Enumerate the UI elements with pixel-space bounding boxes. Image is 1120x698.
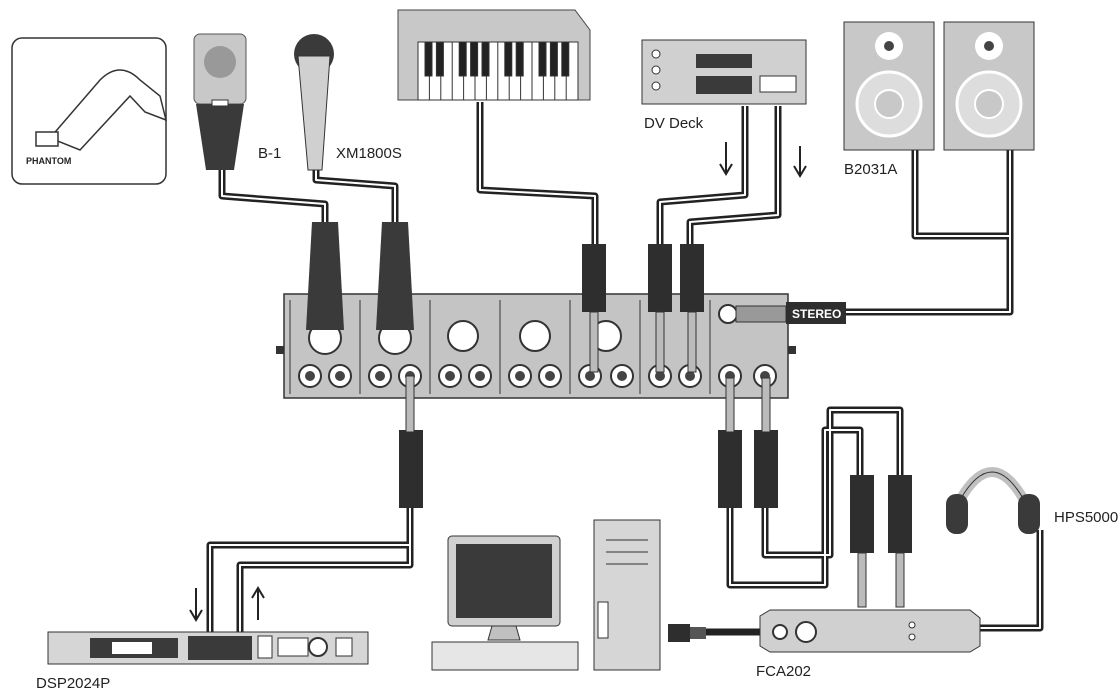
jack-hole	[617, 371, 627, 381]
dsp-arrow-up	[251, 586, 265, 620]
plugs	[306, 222, 912, 608]
jack-hole	[545, 371, 555, 381]
b1-label: B-1	[258, 145, 281, 162]
phantom-button[interactable]	[35, 131, 59, 147]
black-key	[515, 41, 524, 77]
jack-hole	[445, 371, 455, 381]
dsp-arrow-down	[189, 588, 203, 622]
jack-hole	[305, 371, 315, 381]
stereo-label: STEREO	[792, 307, 841, 321]
black-key	[470, 41, 479, 77]
dv-deck-label: DV Deck	[644, 115, 704, 132]
jack-hole	[685, 371, 695, 381]
speaker-right	[943, 21, 1035, 151]
dv-deck-cable-right	[686, 106, 782, 250]
midi-keyboard	[397, 9, 591, 101]
jack-hole	[585, 371, 595, 381]
dv-plug-right	[680, 244, 704, 312]
b1-microphone	[193, 33, 247, 170]
black-key	[481, 41, 490, 77]
black-key	[561, 41, 570, 77]
black-key	[458, 41, 467, 77]
xm1800s-xlr-plug	[376, 222, 414, 330]
headphones	[946, 467, 1040, 534]
fca-input-plug-left	[850, 475, 874, 553]
dv-deck	[641, 39, 807, 105]
black-key	[424, 41, 433, 77]
headphone-cable	[975, 530, 1044, 632]
jack-hole	[335, 371, 345, 381]
jack-hole	[655, 371, 665, 381]
dsp2024p-unit	[47, 631, 369, 665]
fx-send-plug	[399, 430, 423, 508]
control-room-plug	[754, 430, 778, 508]
cables	[206, 102, 1044, 640]
mixer: STEREO	[276, 293, 846, 399]
black-key	[504, 41, 513, 77]
b1-xlr-plug	[306, 222, 344, 330]
phones-plug	[718, 430, 742, 508]
keyboard-plug	[582, 244, 606, 312]
xm1800s-microphone	[294, 34, 334, 171]
dv-plug-left	[648, 244, 672, 312]
phantom-inset: PHANTOM	[11, 37, 168, 185]
xm1800s-label: XM1800S	[336, 145, 402, 162]
jack-hole	[515, 371, 525, 381]
hps5000-label: HPS5000	[1054, 509, 1118, 526]
main-out-jack[interactable]	[718, 304, 738, 324]
computer-tower	[593, 519, 661, 671]
jack-hole	[475, 371, 485, 381]
fca202-interface	[668, 609, 981, 653]
black-key	[435, 41, 444, 77]
black-key	[549, 41, 558, 77]
dv-arrow-right	[793, 146, 807, 178]
finger-icon	[48, 69, 168, 151]
computer	[431, 519, 661, 671]
fca202-label: FCA202	[756, 663, 811, 680]
phantom-label: PHANTOM	[26, 156, 71, 166]
fca-input-plug-right	[888, 475, 912, 553]
b2031a-label: B2031A	[844, 161, 897, 178]
black-key	[538, 41, 547, 77]
speaker-left	[843, 21, 935, 151]
computer-keyboard	[431, 641, 579, 671]
dv-arrow-left	[719, 142, 733, 176]
jack-hole	[375, 371, 385, 381]
stereo-plug	[735, 305, 787, 323]
keyboard-cable	[476, 102, 599, 250]
dsp2024p-label: DSP2024P	[36, 675, 110, 692]
